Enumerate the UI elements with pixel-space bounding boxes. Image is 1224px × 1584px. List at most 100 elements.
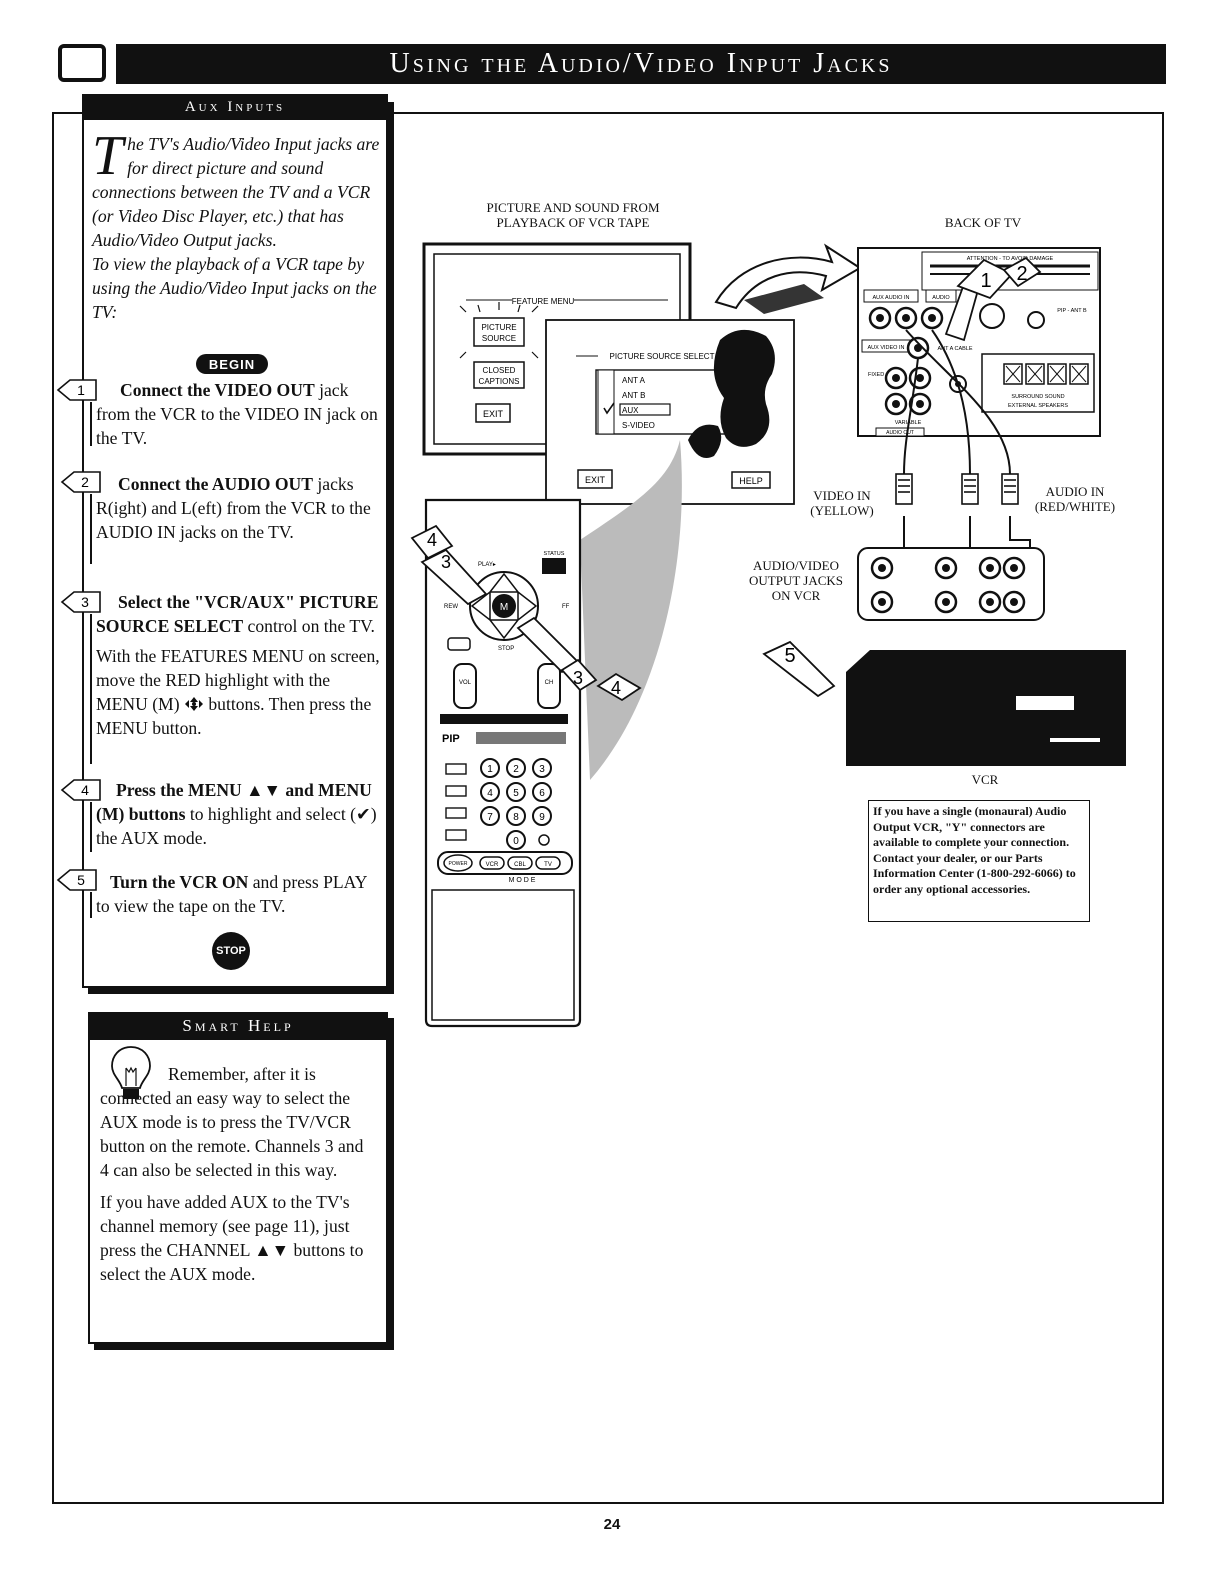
svg-text:STATUS: STATUS	[544, 551, 565, 557]
smart-help-text: Remember, after it is connected an easy …	[100, 1062, 368, 1286]
svg-text:S-VIDEO: S-VIDEO	[622, 421, 655, 430]
svg-text:9: 9	[539, 812, 545, 823]
svg-text:M: M	[500, 602, 508, 613]
svg-text:VOL: VOL	[459, 680, 472, 686]
step-5-text: Turn the VCR ON and press PLAY to view t…	[96, 872, 367, 916]
step-4-text: Press the MENU ▲▼ and MENU (M) buttons t…	[96, 780, 377, 848]
svg-text:POWER: POWER	[449, 861, 468, 867]
begin-badge: BEGIN	[196, 354, 268, 374]
svg-text:SURROUND SOUND: SURROUND SOUND	[1011, 394, 1064, 400]
svg-text:6: 6	[539, 788, 545, 799]
step-1-arrow-icon: 1	[56, 379, 97, 401]
svg-text:ANT A CABLE: ANT A CABLE	[937, 346, 972, 352]
svg-text:3: 3	[573, 668, 583, 688]
intro-text-2: To view the playback of a VCR tape by us…	[92, 254, 377, 322]
svg-text:5: 5	[77, 872, 85, 888]
stop-badge: STOP	[212, 932, 250, 970]
svg-text:PICTURE: PICTURE	[481, 323, 516, 332]
svg-text:PIP: PIP	[442, 733, 460, 745]
step-5-arrow-icon: 5	[56, 869, 97, 891]
step-4-arrow-icon: 4	[60, 779, 101, 801]
svg-text:ANT A: ANT A	[622, 376, 646, 385]
frame-left-rule	[52, 112, 54, 1504]
step-1-number: 1	[77, 382, 85, 398]
svg-text:2: 2	[1016, 263, 1027, 285]
svg-text:5: 5	[513, 788, 519, 799]
svg-text:4: 4	[427, 530, 437, 550]
intro-dropcap: T	[92, 125, 124, 187]
svg-text:4: 4	[81, 782, 89, 798]
step-2-rule	[90, 494, 92, 564]
smart-help-para-1: Remember, after it is connected an easy …	[100, 1064, 364, 1180]
connection-diagram: FEATURE MENU PICTURE SOURCE CLOSED CAPTI…	[410, 242, 1126, 1028]
svg-text:TV: TV	[544, 862, 552, 868]
svg-text:AUDIO: AUDIO	[932, 295, 950, 301]
svg-text:8: 8	[513, 812, 519, 823]
svg-text:EXIT: EXIT	[585, 475, 606, 485]
smart-help-para-2: If you have added AUX to the TV's channe…	[100, 1192, 364, 1284]
svg-text:0: 0	[513, 836, 519, 847]
svg-text:FIXED: FIXED	[868, 372, 884, 378]
header-icon-box	[58, 44, 106, 82]
svg-text:PLAY▸: PLAY▸	[478, 562, 496, 568]
page-title: Using the Audio/Video Input Jacks	[116, 44, 1166, 84]
svg-text:ANT B: ANT B	[622, 391, 645, 400]
monaural-note: If you have a single (monaural) Audio Ou…	[868, 800, 1090, 922]
svg-text:4: 4	[487, 788, 493, 799]
checkmark-icon: ✔	[355, 804, 371, 824]
menu-arrows-icon	[184, 697, 203, 711]
tv-back-panel: ATTENTION - TO AVOID DAMAGE AUX AUDIO IN…	[857, 247, 1101, 437]
vcr-jack-panel	[857, 547, 1045, 621]
back-of-tv-label: BACK OF TV	[944, 215, 1022, 230]
step-3-rule	[90, 614, 92, 764]
rca-plugs	[895, 473, 1019, 505]
svg-text:4: 4	[611, 678, 621, 698]
svg-text:1: 1	[487, 764, 493, 775]
svg-text:2: 2	[513, 764, 519, 775]
frame-right-rule	[1162, 112, 1164, 1504]
step-5-rule	[90, 892, 92, 918]
aux-inputs-heading: Aux Inputs	[82, 94, 388, 120]
step-2-arrow-icon: 2	[60, 471, 101, 493]
svg-text:5: 5	[784, 645, 795, 667]
lightbulb-icon	[111, 1046, 151, 1099]
vcr-label: VCR	[971, 772, 999, 787]
svg-text:REW: REW	[444, 604, 458, 610]
intro-text: he TV's Audio/Video Input jacks are for …	[92, 134, 380, 250]
feature-menu-title: FEATURE MENU	[512, 297, 575, 306]
svg-text:CAPTIONS: CAPTIONS	[479, 377, 520, 386]
picture-source-select-title: PICTURE SOURCE SELECT	[610, 352, 715, 361]
svg-text:1: 1	[980, 270, 991, 292]
step-3-arrow-icon: 3	[60, 591, 101, 613]
step-2-text: Connect the AUDIO OUT jacks R(ight) and …	[96, 474, 371, 542]
svg-text:AUX VIDEO IN: AUX VIDEO IN	[868, 345, 905, 351]
page-number: 24	[603, 1516, 621, 1533]
svg-text:FF: FF	[562, 604, 570, 610]
vcr-body	[846, 650, 1126, 766]
step-1-text: Connect the VIDEO OUT jack from the VCR …	[96, 380, 378, 448]
svg-text:PIP - ANT B: PIP - ANT B	[1057, 308, 1087, 314]
svg-text:AUX: AUX	[622, 406, 639, 415]
svg-text:2: 2	[81, 474, 89, 490]
step-4-rule	[90, 802, 92, 852]
svg-text:CLOSED: CLOSED	[483, 366, 516, 375]
svg-text:ATTENTION - TO AVOID DAMAGE: ATTENTION - TO AVOID DAMAGE	[967, 256, 1054, 262]
svg-text:HELP: HELP	[739, 476, 763, 486]
step-3-text: Select the "VCR/AUX" PICTURE SOURCE SELE…	[96, 592, 380, 738]
svg-text:VCR: VCR	[486, 862, 499, 868]
screen-caption: PICTURE AND SOUND FROM PLAYBACK OF VCR T…	[486, 200, 660, 230]
smart-help-heading: Smart Help	[88, 1012, 388, 1040]
svg-text:AUDIO OUT: AUDIO OUT	[886, 430, 914, 436]
step-1-rule	[90, 402, 92, 446]
svg-text:EXTERNAL SPEAKERS: EXTERNAL SPEAKERS	[1008, 403, 1068, 409]
frame-bottom-rule	[52, 1502, 1164, 1504]
aux-inputs-panel	[82, 96, 388, 988]
svg-text:7: 7	[487, 812, 493, 823]
audio-in-label: AUDIO IN(RED/WHITE)	[1034, 484, 1116, 514]
svg-text:M O D E: M O D E	[509, 877, 536, 884]
svg-text:3: 3	[441, 552, 451, 572]
svg-text:EXIT: EXIT	[483, 409, 504, 419]
video-in-label: VIDEO IN(YELLOW)	[810, 488, 874, 518]
